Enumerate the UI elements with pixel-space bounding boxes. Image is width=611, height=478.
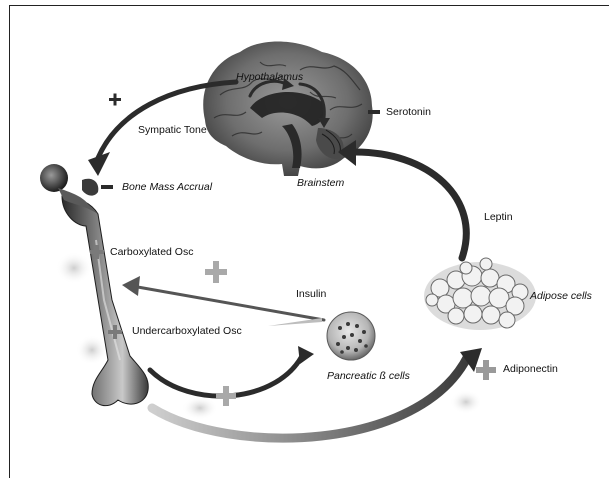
hypothalamus-label: Hypothalamus [236,71,303,83]
bone-to-pancreas-arrowhead [298,346,314,364]
insulin-arrowhead [122,276,140,296]
adiponectin-label: Adiponectin [503,363,558,375]
leptin-arrow [350,152,466,258]
brainstem-label: Brainstem [297,177,344,189]
minus-sign-serotonin [368,110,380,114]
pancreatic-cells-label: Pancreatic ß cells [327,370,410,382]
insulin-source-wedge [268,318,322,326]
carboxylated-osc-label: Carboxylated Osc [110,246,193,258]
bone-mass-accrual-label: Bone Mass Accrual [122,181,212,193]
adipose-cells-label: Adipose cells [530,290,592,302]
blur-blob [56,252,92,284]
plus-sign-bone-to-pancreas [216,386,236,406]
serotonin-label: Serotonin [386,106,431,118]
plus-sign-insulin-path [205,261,227,283]
sympathetic-tone-label: Sympatic Tone [138,124,207,136]
blur-blob [182,396,218,420]
pancreatic-cells-illustration [327,312,375,360]
plus-sign-adiponectin [476,360,496,380]
blur-blob [76,335,108,365]
blur-blob [450,390,482,414]
adipose-cells-illustration [424,258,536,330]
plus-sign-sympathetic [109,94,121,106]
insulin-label: Insulin [296,288,326,300]
leptin-label: Leptin [484,211,513,223]
minus-sign-bone-mass [101,185,113,189]
undercarboxylated-osc-label: Undercarboxylated Osc [132,325,242,337]
